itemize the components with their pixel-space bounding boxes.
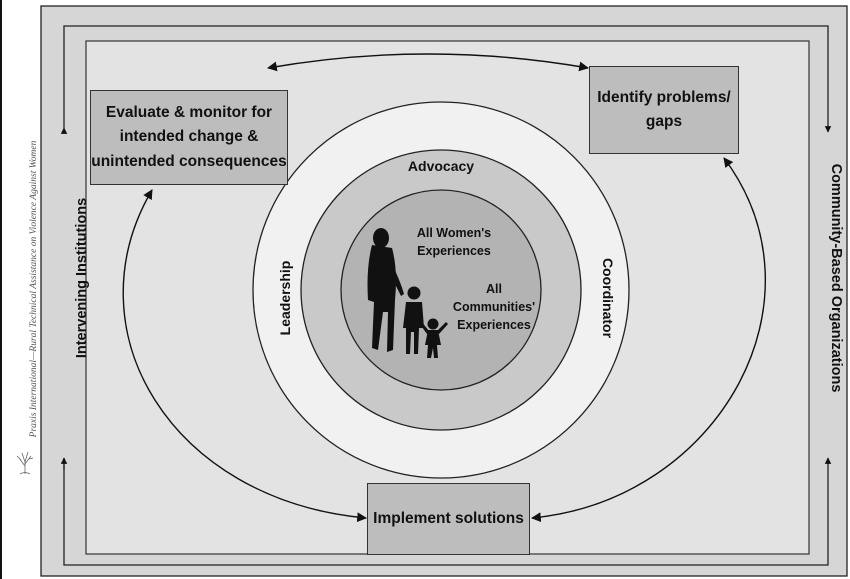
evaluate-monitor-label: Evaluate & monitor for intended change &… (91, 104, 287, 170)
arrow-identify-implement (531, 157, 766, 523)
all-communities-experiences-label: All Communities' Experiences (452, 282, 536, 333)
identify-problems-box: Identify problems/ gaps (589, 66, 739, 154)
evaluate-monitor-box: Evaluate & monitor for intended change &… (90, 90, 288, 185)
top-feedback-arrow (63, 25, 832, 133)
arrow-evaluate-implement (122, 189, 367, 523)
mother-children-silhouette-icon (367, 228, 448, 358)
all-womens-experiences-label: All Women's Experiences (416, 226, 492, 259)
intervening-institutions-label: Intervening Institutions (74, 197, 90, 359)
community-based-organizations-label: Community-Based Organizations (828, 163, 844, 393)
leadership-label: Leadership (277, 260, 293, 336)
arrow-evaluate-identify (267, 53, 589, 72)
bottom-feedback-arrow (63, 457, 832, 566)
praxis-credit-text: Praxis International—Rural Technical Ass… (29, 140, 39, 438)
identify-problems-label: Identify problems/ gaps (597, 88, 731, 130)
implement-solutions-box: Implement solutions (367, 483, 530, 555)
tree-logo-icon (16, 451, 34, 475)
implement-solutions-label: Implement solutions (373, 509, 524, 527)
coordinator-label: Coordinator (600, 257, 616, 339)
advocacy-label: Advocacy (407, 158, 475, 174)
